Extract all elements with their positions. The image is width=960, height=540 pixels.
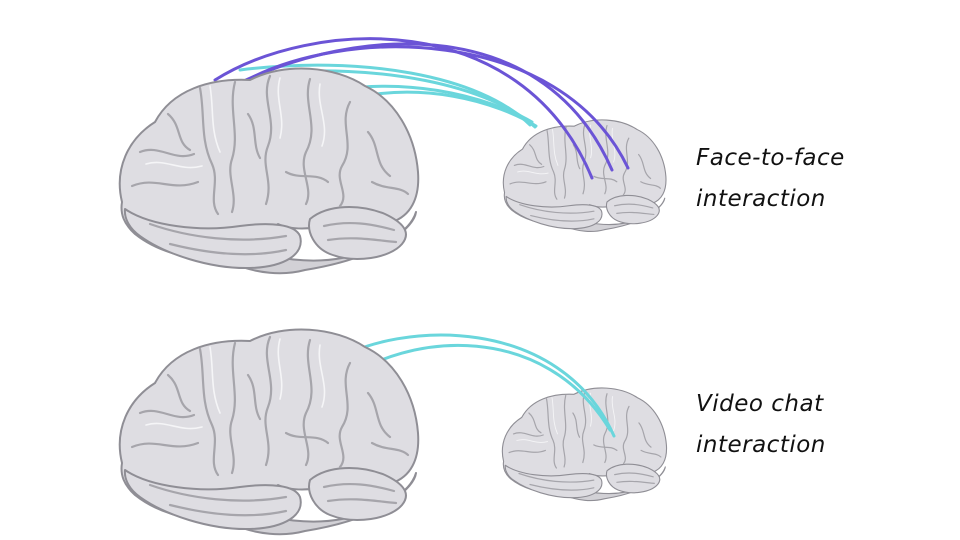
face-to-face-label-line-2: interaction xyxy=(696,186,826,212)
connection-line xyxy=(213,37,594,180)
connection-line xyxy=(238,45,630,170)
partner-brain-video-chat xyxy=(501,387,668,502)
partner-brain-face-to-face xyxy=(502,119,667,233)
video-chat-label-line-1: Video chat xyxy=(696,391,824,417)
face-to-face-panel xyxy=(118,37,667,275)
video-chat-label-line-2: interaction xyxy=(696,432,826,458)
face-to-face-label: Face-to-face interaction xyxy=(696,138,845,220)
self-brain-video-chat xyxy=(118,328,420,536)
face-to-face-label-line-1: Face-to-face xyxy=(696,145,845,171)
self-brain-face-to-face xyxy=(118,67,420,275)
video-chat-panel xyxy=(118,328,668,536)
strong-connections-face-to-face xyxy=(213,37,630,180)
video-chat-label: Video chat interaction xyxy=(696,384,826,466)
